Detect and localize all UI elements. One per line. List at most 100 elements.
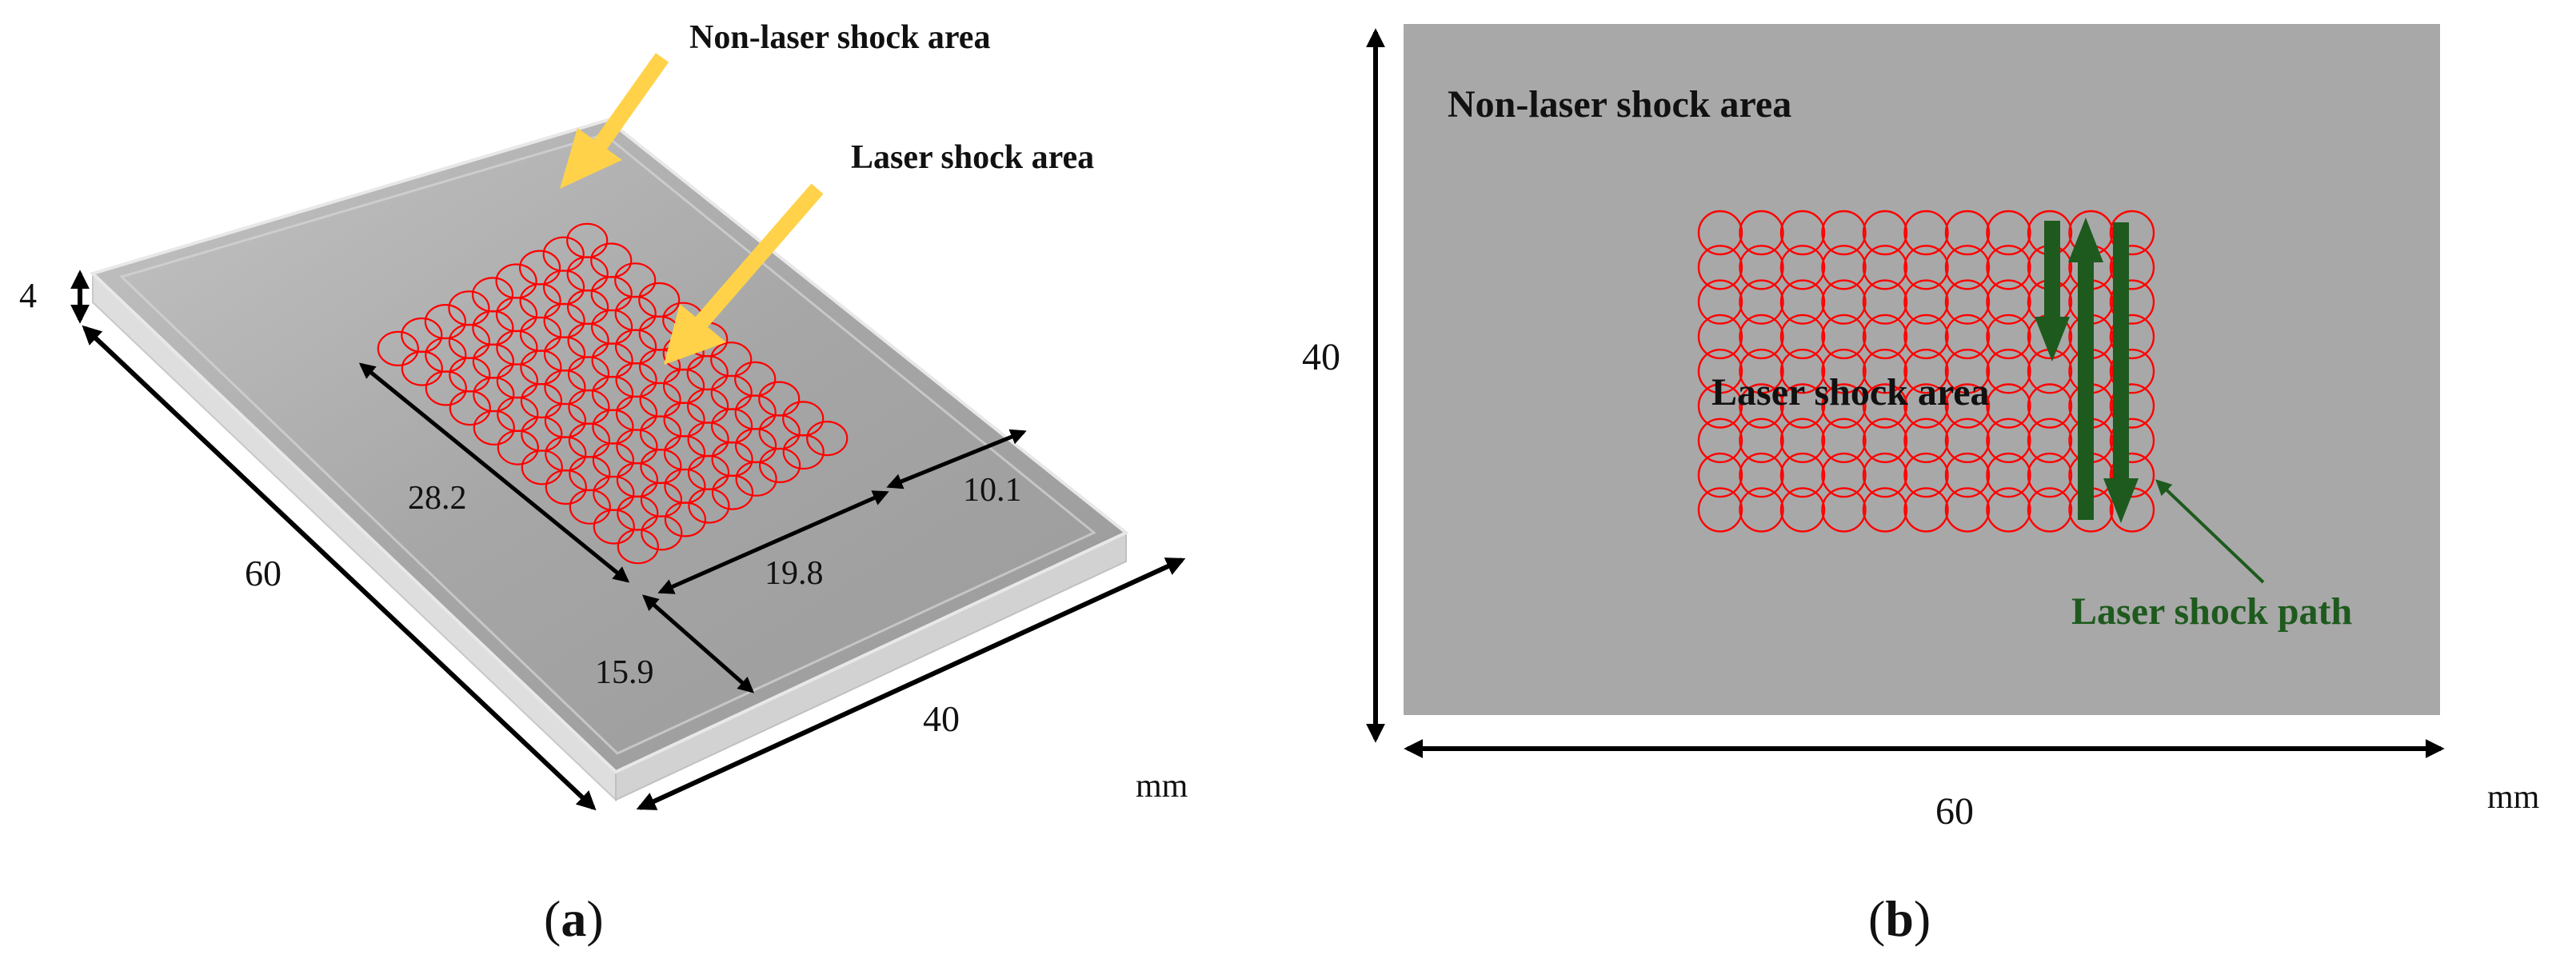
laser-spot (1697, 279, 1743, 325)
laser-spot (1779, 210, 1826, 256)
laser-spot (1697, 314, 1743, 360)
laser-spot (1903, 279, 1949, 325)
label-laser-area-a: Laser shock area (851, 139, 1094, 176)
laser-spot (1697, 383, 1743, 429)
laser-spot (2109, 349, 2155, 394)
laser-spot (1986, 487, 2031, 533)
laser-spot (1779, 279, 1826, 325)
laser-spot (1821, 452, 1867, 498)
laser-spot (1697, 210, 1743, 256)
laser-spot (1862, 314, 1908, 360)
unit-label-a: mm (1136, 768, 1188, 805)
laser-spot (1903, 487, 1949, 533)
laser-spot (1944, 418, 1991, 463)
laser-spot (1903, 349, 1949, 394)
laser-spot (1739, 418, 1784, 463)
dim-offset-front-label: 15.9 (595, 654, 654, 691)
panel-b: Non-laser shock area Laser shock area La… (1302, 24, 2540, 947)
dim-width-label-b: 60 (1935, 790, 1974, 833)
laser-spot (1986, 383, 2031, 429)
laser-spot (1903, 383, 1949, 429)
laser-spot (1779, 418, 1826, 463)
laser-spot (1739, 452, 1784, 498)
laser-spot (2109, 418, 2155, 463)
pointer-arrow-laser (664, 183, 824, 365)
laser-spot (1821, 279, 1867, 325)
dim-height-label-b: 40 (1302, 336, 1340, 378)
laser-spot (1944, 383, 1991, 429)
laser-spot (1697, 349, 1743, 394)
laser-spot (1821, 210, 1867, 256)
laser-spot (1986, 418, 2031, 463)
laser-spot (1739, 349, 1784, 394)
laser-spot (2109, 314, 2155, 360)
dim-thickness-label: 4 (19, 276, 37, 315)
laser-spot (1944, 245, 1991, 290)
dim-offset-front-line (641, 594, 755, 693)
laser-spot (1779, 314, 1826, 360)
laser-spot (2027, 452, 2073, 498)
laser-spot (1862, 349, 1908, 394)
laser-spot (2027, 487, 2073, 533)
label-laser-path: Laser shock path (2071, 590, 2352, 633)
plate-b (1404, 24, 2440, 715)
laser-spot (1944, 314, 1991, 360)
dim-area-width-line (657, 490, 889, 594)
dim-area-length-label: 28.2 (408, 480, 467, 517)
label-non-laser-area-a: Non-laser shock area (689, 19, 990, 56)
laser-spot (1697, 418, 1743, 463)
laser-spot (1986, 452, 2031, 498)
path-pointer-line (2155, 479, 2265, 584)
laser-spot (1821, 418, 1867, 463)
laser-spot (758, 447, 801, 484)
dim-length-line (82, 325, 597, 811)
dim-offset-side-line (886, 429, 1027, 489)
laser-spot (2027, 383, 2073, 429)
laser-spot (1986, 314, 2031, 360)
label-laser-area-b: Laser shock area (1711, 371, 1990, 414)
laser-spot (2109, 210, 2155, 256)
laser-spot (1821, 487, 1867, 533)
laser-spot (2109, 383, 2155, 429)
dim-area-length-line (358, 362, 630, 583)
panel-a: Non-laser shock area Laser shock area 4 … (19, 19, 1188, 947)
laser-spot (1821, 383, 1867, 429)
dim-width-line (636, 557, 1186, 810)
laser-spot (1739, 314, 1784, 360)
laser-spot (1903, 314, 1949, 360)
laser-spot (1821, 314, 1867, 360)
laser-spot (1697, 487, 1743, 533)
laser-spot (1862, 487, 1908, 533)
laser-spot (782, 434, 825, 470)
laser-spot (1903, 245, 1949, 290)
pointer-arrow-non-laser (560, 53, 669, 189)
laser-spot (1739, 210, 1784, 256)
laser-spot (1821, 245, 1867, 290)
laser-spot (1739, 279, 1784, 325)
laser-spot (2027, 418, 2073, 463)
laser-spot (2109, 279, 2155, 325)
dim-width-label: 40 (923, 698, 960, 739)
laser-spot (1739, 383, 1784, 429)
laser-spot (1739, 245, 1784, 290)
laser-spot (1779, 452, 1826, 498)
laser-spot (1779, 245, 1826, 290)
laser-spot (1903, 210, 1949, 256)
laser-spot (1986, 279, 2031, 325)
laser-spot (1821, 349, 1867, 394)
dim-length-label: 60 (245, 553, 282, 593)
laser-spot (1862, 279, 1908, 325)
laser-spot (1779, 349, 1826, 394)
laser-spot (1944, 210, 1991, 256)
laser-spot (1697, 452, 1743, 498)
dim-area-width-label: 19.8 (765, 555, 824, 592)
laser-spot (1903, 418, 1949, 463)
laser-spot (1944, 349, 1991, 394)
laser-spot (1944, 487, 1991, 533)
caption-b: (b) (1868, 890, 1931, 947)
laser-spot (1862, 452, 1908, 498)
laser-spot (1986, 210, 2031, 256)
laser-spot (2109, 452, 2155, 498)
laser-spot (2109, 245, 2155, 290)
